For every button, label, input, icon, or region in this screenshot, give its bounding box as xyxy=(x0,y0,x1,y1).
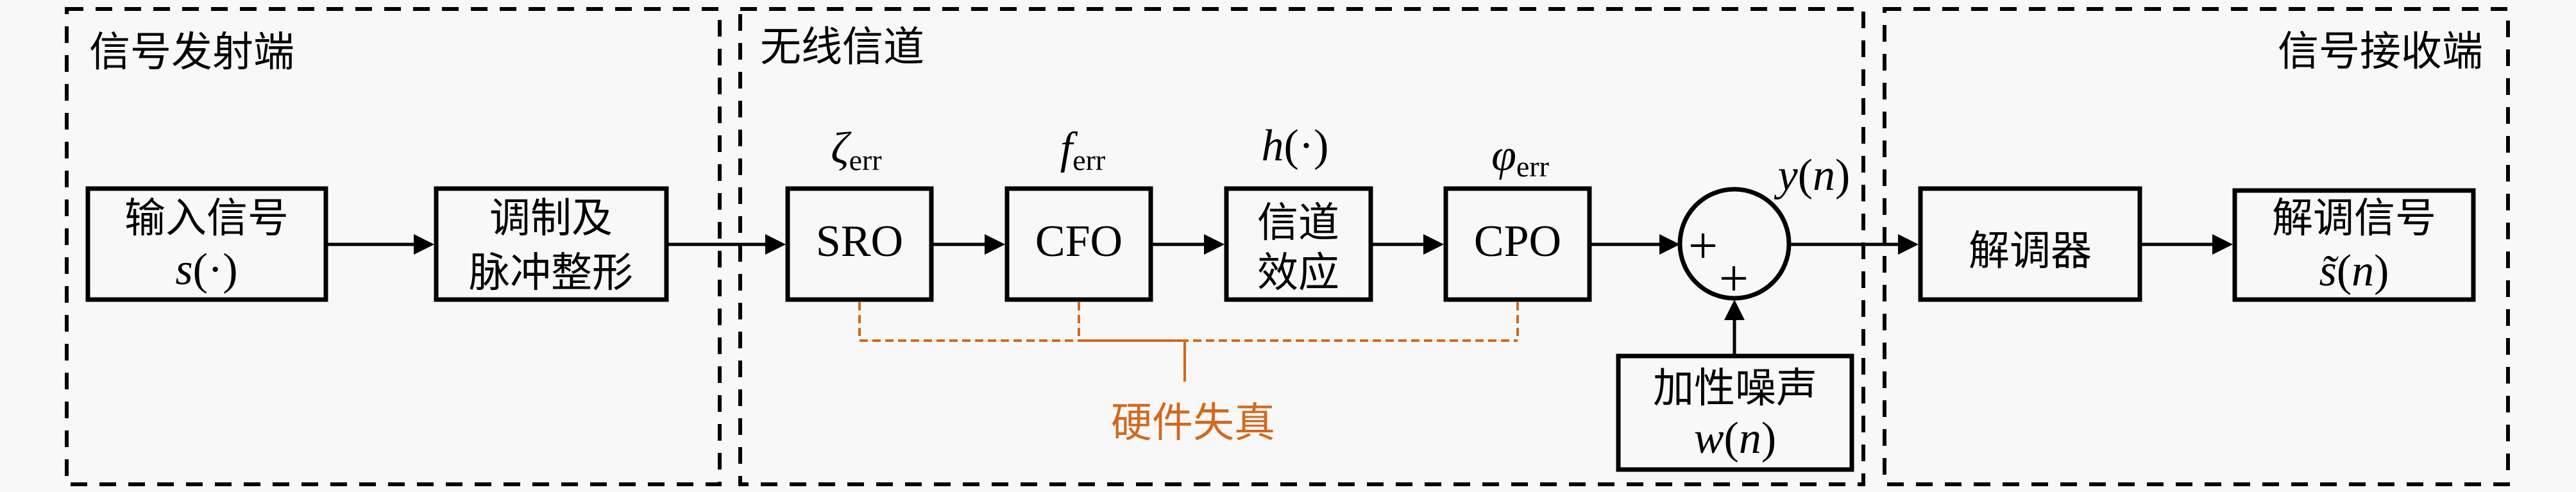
demod-signal-fn: s̃ xyxy=(2319,246,2339,296)
cpo-block: CPO φerr xyxy=(1443,131,1592,302)
sro-param-symbol: ζ xyxy=(831,124,852,173)
arrow-demodulator-to-demod-signal xyxy=(2142,234,2233,255)
arrow-head-icon xyxy=(414,234,434,255)
hardware-impairment-label: 硬件失真 xyxy=(1111,400,1275,447)
transmitter-title: 信号发射端 xyxy=(89,29,294,76)
input-signal-arg: · xyxy=(208,245,223,294)
arrow-head-icon xyxy=(1204,234,1224,255)
transmitter-section: 信号发射端 xyxy=(65,7,722,486)
channel-effect-arg: · xyxy=(1299,121,1314,171)
noise-box xyxy=(1616,353,1854,472)
channel-frame xyxy=(738,7,1865,486)
arrow-noise-to-adder xyxy=(1724,300,1745,354)
modulation-label-line1: 调制及 xyxy=(489,195,613,242)
demod-signal-box xyxy=(2232,188,2476,302)
cfo-block: CFO ferr xyxy=(1004,124,1153,302)
hardware-impairment-group: 硬件失真 xyxy=(858,302,1519,447)
arrow-adder-to-demodulator xyxy=(1789,234,1919,255)
channel-effect-open: ( xyxy=(1284,121,1299,171)
cfo-param-subscript: err xyxy=(1072,144,1105,176)
arrow-head-icon xyxy=(765,234,786,255)
cpo-param-subscript: err xyxy=(1516,150,1549,183)
adder-output-label: y(n) xyxy=(1774,151,1851,200)
adder-sign-input: + xyxy=(1688,216,1718,275)
arrow-head-icon xyxy=(1423,234,1444,255)
input-signal-label: 输入信号 xyxy=(124,195,289,242)
cfo-param: ferr xyxy=(1060,124,1106,176)
modulation-box xyxy=(434,186,669,302)
channel-effect-close: ) xyxy=(1314,121,1328,171)
arrow-head-icon xyxy=(1724,300,1745,320)
arrow-cpo-to-adder xyxy=(1591,234,1680,255)
sro-label: SRO xyxy=(816,217,903,266)
cpo-box xyxy=(1443,186,1592,302)
cfo-box xyxy=(1004,186,1153,302)
arrow-sro-to-cfo xyxy=(933,234,1005,255)
arrow-head-icon xyxy=(985,234,1005,255)
demodulator-box xyxy=(1918,186,2142,302)
noise-math: w(n) xyxy=(1694,414,1776,463)
noise-arg: n xyxy=(1739,414,1761,463)
noise-block: 加性噪声 w(n) xyxy=(1616,353,1854,472)
modulation-label-line2: 脉冲整形 xyxy=(469,250,633,297)
noise-fn: w xyxy=(1694,414,1724,463)
noise-close: ) xyxy=(1761,414,1776,463)
arrow-head-icon xyxy=(1898,234,1919,255)
arrow-modulation-to-sro xyxy=(668,234,786,255)
sro-param: ζerr xyxy=(831,124,881,176)
input-signal-math: s(·) xyxy=(175,245,237,294)
adder-output-arg: n xyxy=(1813,151,1835,200)
demod-signal-close: ) xyxy=(2374,246,2389,296)
channel-effect-box xyxy=(1224,186,1373,302)
cpo-label: CPO xyxy=(1474,217,1561,266)
channel-effect-block: 信道 效应 h(·) xyxy=(1224,121,1373,302)
cpo-param-symbol: φ xyxy=(1491,131,1516,180)
arrow-channel-effect-to-cpo xyxy=(1373,234,1444,255)
modulation-block: 调制及 脉冲整形 xyxy=(434,186,669,302)
noise-label: 加性噪声 xyxy=(1653,365,1817,412)
noise-open: ( xyxy=(1724,414,1739,463)
demod-signal-math: s̃(n) xyxy=(2319,246,2389,296)
sro-block: SRO ζerr xyxy=(785,124,934,302)
transmitter-frame xyxy=(65,7,722,486)
input-signal-open: ( xyxy=(193,245,208,294)
input-signal-block: 输入信号 s(·) xyxy=(85,186,328,302)
demod-signal-block: 解调信号 s̃(n) xyxy=(2232,188,2476,302)
receiver-section: 信号接收端 xyxy=(1883,7,2510,486)
adder-output-fn: y xyxy=(1774,151,1799,200)
adder-sign-noise: + xyxy=(1719,249,1749,307)
arrow-head-icon xyxy=(1659,234,1680,255)
channel-effect-label-line2: 效应 xyxy=(1257,250,1339,297)
sro-box xyxy=(785,186,934,302)
demod-signal-arg: n xyxy=(2351,246,2374,296)
demodulator-block: 解调器 xyxy=(1918,186,2142,302)
cpo-param: φerr xyxy=(1491,131,1549,183)
channel-effect-fn: h xyxy=(1262,121,1284,171)
channel-effect-label-line1: 信道 xyxy=(1257,199,1339,247)
input-signal-box xyxy=(85,186,328,302)
cfo-label: CFO xyxy=(1035,217,1123,266)
channel-effect-param: h(·) xyxy=(1262,121,1329,171)
channel-section: 无线信道 xyxy=(738,7,1865,486)
channel-title: 无线信道 xyxy=(760,24,924,71)
demod-signal-label: 解调信号 xyxy=(2272,195,2436,242)
sro-param-subscript: err xyxy=(849,144,882,176)
demodulator-label: 解调器 xyxy=(1969,228,2092,275)
demod-signal-open: ( xyxy=(2337,246,2351,296)
adder-output-close: ) xyxy=(1835,151,1850,200)
input-signal-fn: s xyxy=(175,245,192,294)
adder-output-open: ( xyxy=(1798,151,1813,200)
input-signal-close: ) xyxy=(223,245,237,294)
arrow-cfo-to-channel-effect xyxy=(1153,234,1224,255)
arrow-input-to-modulation xyxy=(328,234,434,255)
receiver-title: 信号接收端 xyxy=(2278,28,2483,76)
arrow-head-icon xyxy=(2212,234,2233,255)
